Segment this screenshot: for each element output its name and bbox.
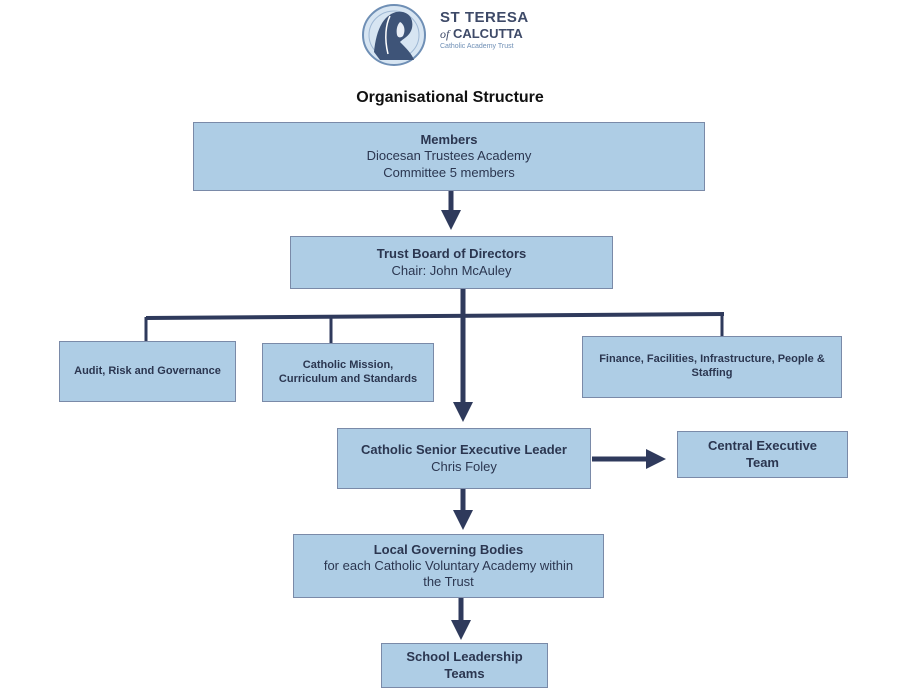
logo-calcutta: CALCUTTA — [452, 26, 523, 41]
school-line1: School Leadership — [406, 649, 523, 665]
board-box: Trust Board of Directors Chair: John McA… — [290, 236, 613, 289]
trust-logo: ST TERESA of CALCUTTA Catholic Academy T… — [360, 2, 540, 70]
finance-committee-box: Finance, Facilities, Infrastructure, Peo… — [582, 336, 842, 398]
central-executive-box: Central Executive Team — [677, 431, 848, 478]
local-line2: the Trust — [423, 574, 474, 590]
school-line2: Teams — [444, 665, 485, 681]
audit-heading: Audit, Risk and Governance — [74, 364, 221, 377]
mission-line1: Catholic Mission, — [302, 358, 394, 371]
senior-leader-box: Catholic Senior Executive Leader Chris F… — [337, 428, 591, 489]
page-title: Organisational Structure — [356, 89, 544, 106]
senior-name: Chris Foley — [431, 458, 497, 474]
audit-committee-box: Audit, Risk and Governance — [59, 341, 236, 402]
finance-line2: Staffing — [691, 367, 733, 379]
senior-heading: Catholic Senior Executive Leader — [361, 442, 567, 458]
central-line2: Team — [746, 454, 779, 470]
saint-silhouette-icon — [362, 4, 426, 66]
members-line1: Diocesan Trustees Academy — [366, 148, 532, 164]
board-chair: Chair: John McAuley — [391, 262, 512, 278]
mission-committee-box: Catholic Mission, Curriculum and Standar… — [262, 343, 434, 402]
finance-line1: Finance, Facilities, Infrastructure, Peo… — [599, 353, 825, 366]
mission-line2: Curriculum and Standards — [278, 372, 418, 385]
local-line1: for each Catholic Voluntary Academy with… — [323, 557, 574, 573]
central-line1: Central Executive — [707, 438, 818, 454]
members-line2: Committee 5 members — [383, 164, 515, 180]
logo-name-line2: of CALCUTTA — [440, 27, 529, 40]
committee-connector-bar — [145, 312, 725, 320]
school-leadership-box: School Leadership Teams — [381, 643, 548, 688]
logo-name-line1: ST TERESA — [440, 9, 529, 26]
members-heading: Members — [420, 132, 478, 148]
logo-subtitle: Catholic Academy Trust — [440, 43, 514, 50]
logo-of: of — [440, 27, 450, 41]
local-heading: Local Governing Bodies — [373, 541, 524, 557]
members-box: Members Diocesan Trustees Academy Commit… — [193, 122, 705, 191]
board-heading: Trust Board of Directors — [376, 246, 527, 262]
local-governing-box: Local Governing Bodies for each Catholic… — [293, 534, 604, 598]
